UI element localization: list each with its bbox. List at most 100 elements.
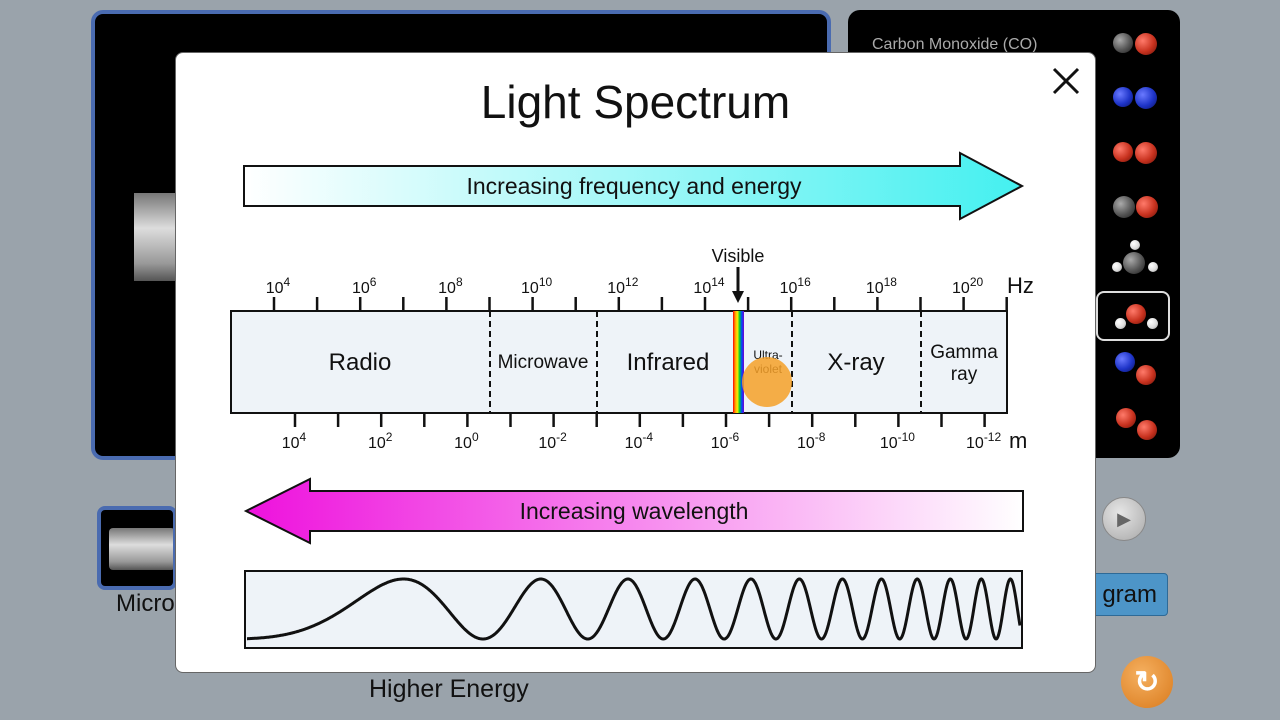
hydrogen-atom-icon: [1130, 240, 1140, 250]
wavelength-tick-exponent: -4: [642, 430, 653, 444]
frequency-tick-exponent: 6: [370, 275, 377, 289]
tick-marks: [272, 297, 1008, 427]
wavelength-tick-base: 10: [625, 435, 643, 452]
oxygen-atom-icon: [1135, 142, 1157, 164]
frequency-tick-base: 10: [780, 280, 798, 297]
oxygen-atom-icon: [1136, 196, 1158, 218]
emitter-label: Micro: [116, 590, 175, 617]
frequency-unit: Hz: [1007, 273, 1034, 298]
wave-graphic: [247, 577, 1022, 641]
frequency-tick-label: 106: [352, 275, 377, 297]
visible-band: [733, 311, 744, 413]
frequency-tick-label: 104: [266, 275, 291, 297]
frequency-arrow-label: Increasing frequency and energy: [467, 173, 802, 199]
wavelength-tick-base: 10: [282, 435, 300, 452]
spectrum-band: [230, 310, 1008, 414]
methane-molecule-icon: [1123, 252, 1145, 274]
selected-molecule-frame[interactable]: [1096, 291, 1170, 341]
visible-arrowhead: [732, 291, 744, 303]
wavelength-tick-base: 10: [880, 435, 898, 452]
wavelength-tick-base: 10: [711, 435, 729, 452]
oxygen-atom-icon: [1135, 33, 1157, 55]
frequency-tick-label: 1010: [521, 275, 552, 297]
wavelength-tick-base: 10: [966, 435, 984, 452]
energy-label: Higher Energy: [369, 675, 529, 703]
frequency-tick-base: 10: [693, 280, 711, 297]
wavelength-tick-base: 10: [797, 435, 815, 452]
hydrogen-atom-icon: [1112, 262, 1122, 272]
frequency-tick-base: 10: [352, 280, 370, 297]
frequency-tick-label: 1020: [952, 275, 983, 297]
frequency-tick-label: 108: [438, 275, 463, 297]
wavelength-arrow: [243, 477, 1024, 545]
oxygen-atom-icon: [1116, 408, 1136, 428]
frequency-tick-base: 10: [866, 280, 884, 297]
wavelength-tick-exponent: -6: [729, 430, 740, 444]
visible-label: Visible: [712, 246, 765, 266]
frequency-tick-base: 10: [266, 280, 284, 297]
frequency-tick-exponent: 16: [797, 275, 811, 289]
wavelength-tick-label: 102: [368, 430, 393, 452]
wavelength-tick-base: 10: [454, 435, 472, 452]
carbon-atom-icon: [1113, 33, 1133, 53]
nitrogen-atom-icon: [1113, 87, 1133, 107]
cursor-indicator: [742, 357, 792, 407]
wavelength-tick-exponent: -12: [984, 430, 1002, 444]
region-radio: Radio: [329, 349, 392, 376]
light-spectrum-dialog: Light Spectrum Increas: [175, 52, 1096, 673]
hydrogen-atom-icon: [1148, 262, 1158, 272]
wavelength-tick-label: 10-2: [538, 430, 567, 452]
wavelength-tick-exponent: -8: [815, 430, 826, 444]
frequency-tick-base: 10: [438, 280, 456, 297]
nitrogen-atom-icon: [1115, 352, 1135, 372]
wavelength-tick-label: 100: [454, 430, 479, 452]
oxygen-atom-icon: [1113, 142, 1133, 162]
wavelength-tick-exponent: 4: [300, 430, 307, 444]
wavelength-tick-label: 10-10: [880, 430, 915, 452]
reset-button[interactable]: ↻: [1121, 656, 1173, 708]
frequency-arrow: [243, 151, 1025, 221]
frequency-tick-label: 1018: [866, 275, 897, 297]
wavelength-unit: m: [1009, 428, 1027, 453]
region-infrared: Infrared: [627, 349, 710, 376]
close-icon[interactable]: [1050, 65, 1082, 97]
region-gamma-line1: Gamma: [930, 342, 998, 363]
region-gamma-line2: ray: [951, 364, 978, 385]
wavelength-tick-exponent: -10: [898, 430, 916, 444]
frequency-tick-exponent: 4: [284, 275, 291, 289]
wavelength-arrow-label: Increasing wavelength: [520, 498, 749, 524]
frequency-tick-exponent: 8: [456, 275, 463, 289]
frequency-tick-exponent: 12: [625, 275, 639, 289]
wavelength-tick-base: 10: [538, 435, 556, 452]
dialog-title: Light Spectrum: [480, 76, 791, 128]
frequency-tick-base: 10: [607, 280, 625, 297]
oxygen-atom-icon: [1137, 420, 1157, 440]
wavelength-tick-label: 10-6: [711, 430, 740, 452]
spectrum-diagram: Increasing frequency and energy Visible …: [230, 151, 1034, 649]
carbon-atom-icon: [1113, 196, 1135, 218]
wavelength-tick-label: 10-4: [625, 430, 654, 452]
step-forward-icon: ▶: [1117, 508, 1131, 529]
frequency-tick-base: 10: [952, 280, 970, 297]
frequency-tick-label: 1016: [780, 275, 811, 297]
reset-icon: ↻: [1134, 665, 1160, 699]
frequency-tick-label: 1012: [607, 275, 638, 297]
water-molecule-icon: [1126, 304, 1146, 324]
frequency-tick-exponent: 10: [539, 275, 553, 289]
wavelength-tick-exponent: 0: [472, 430, 479, 444]
molecule-option-co[interactable]: Carbon Monoxide (CO): [848, 32, 1180, 62]
frequency-tick-label: 1014: [693, 275, 724, 297]
wavelength-tick-base: 10: [368, 435, 386, 452]
hydrogen-atom-icon: [1115, 318, 1126, 329]
wavelength-tick-exponent: -2: [556, 430, 567, 444]
lamp-icon: [109, 528, 173, 570]
frequency-tick-exponent: 18: [884, 275, 898, 289]
wavelength-tick-label: 10-12: [966, 430, 1001, 452]
hydrogen-atom-icon: [1147, 318, 1158, 329]
frequency-tick-base: 10: [521, 280, 539, 297]
step-forward-button[interactable]: ▶: [1102, 497, 1146, 541]
wavelength-tick-label: 104: [282, 430, 307, 452]
emitter-selector-button[interactable]: [97, 506, 177, 590]
